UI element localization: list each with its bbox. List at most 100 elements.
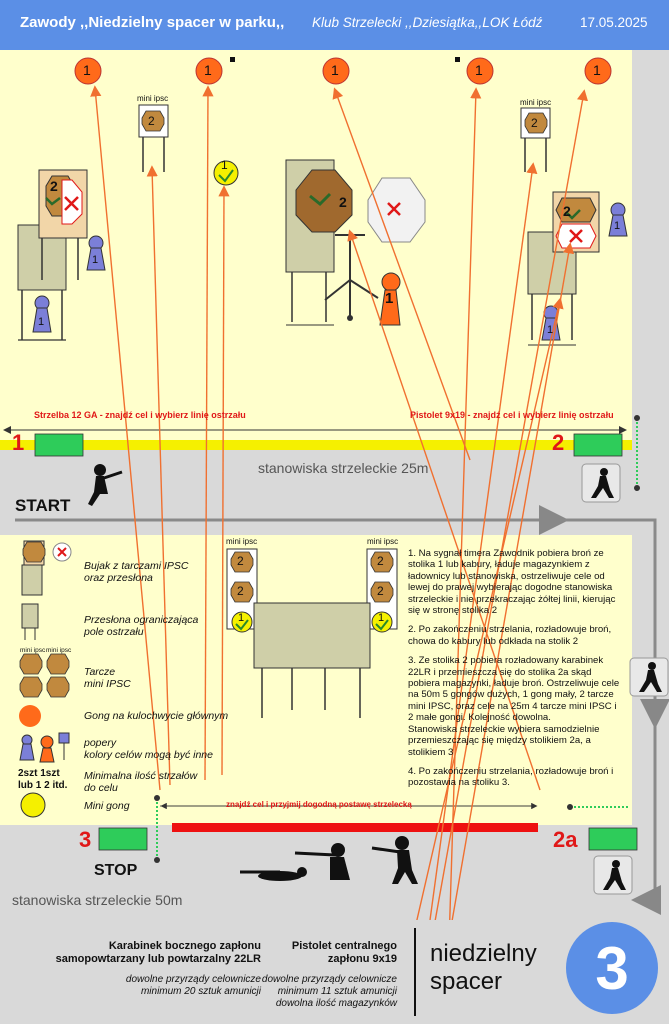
mini-gong-number: 1 bbox=[378, 612, 385, 624]
mini-ipsc-right bbox=[520, 107, 551, 172]
ipsc-number: 2 bbox=[339, 194, 347, 210]
legend-poppers: popery kolory celów mogą być inne bbox=[84, 737, 213, 761]
shooter-icon-kneel bbox=[294, 843, 350, 880]
gong-icon bbox=[466, 57, 494, 85]
stage-name: niedzielny spacer bbox=[430, 940, 537, 995]
mini-gong-number: 1 bbox=[221, 158, 228, 172]
station-2a-label: 2a bbox=[553, 827, 578, 852]
station-1-label: 1 bbox=[12, 430, 25, 455]
legend-mini-ipsc-a: mini ipsc bbox=[20, 647, 46, 654]
pistol-title: Pistolet centralnego zapłonu 9x19 bbox=[291, 940, 397, 965]
ipsc-number: 2 bbox=[237, 584, 244, 598]
instruction-3: 3. Ze stolika 2 pobiera rozładowany kara… bbox=[408, 655, 620, 758]
range-50m-field bbox=[0, 535, 632, 825]
ipsc-number: 2 bbox=[377, 554, 384, 568]
legend-screen: Przesłona ograniczająca pole ostrzału bbox=[84, 614, 199, 638]
ipsc-number: 2 bbox=[237, 554, 244, 568]
ipsc-number: 2 bbox=[377, 584, 384, 598]
legend-mini-gong: Mini gong bbox=[84, 800, 130, 812]
instruction-4: 4. Po zakończeniu strzelania, rozładowuj… bbox=[408, 765, 614, 789]
gong-number: 1 bbox=[83, 62, 91, 78]
runner-icon-2 bbox=[581, 463, 621, 503]
gong-number: 1 bbox=[331, 62, 339, 78]
station-2-label: 2 bbox=[552, 430, 565, 455]
instruction-1: 1. Na sygnał timera Zawodnik pobiera bro… bbox=[408, 548, 616, 617]
legend-min-shots: Minimalna ilość strzałów do celu bbox=[84, 770, 198, 794]
popper-number: 1 bbox=[385, 290, 394, 307]
table-2a bbox=[588, 827, 638, 851]
gong-icon bbox=[74, 57, 102, 85]
instruction-2: 2. Po zakończeniu strzelania, rozładowuj… bbox=[408, 624, 612, 647]
shooter-icon-start bbox=[88, 464, 123, 506]
gong-number: 1 bbox=[593, 62, 601, 78]
popper-right-2 bbox=[541, 305, 561, 341]
footer-divider bbox=[414, 928, 416, 1016]
find-target-label: znajdź cel i przyjmij dogodną postawę st… bbox=[226, 800, 412, 809]
bujak-right bbox=[527, 191, 600, 346]
mini-ipsc-left bbox=[138, 104, 169, 172]
mini-gong-25m bbox=[213, 160, 239, 186]
zone-25m-label: stanowiska strzeleckie 25m bbox=[258, 460, 429, 476]
shotgun-line-label: Strzelba 12 GA - znajdź cel i wybierz li… bbox=[34, 410, 246, 420]
ipsc-number: 2 bbox=[563, 203, 571, 219]
mini-ipsc-label: mini ipsc bbox=[137, 94, 169, 103]
gong-icon bbox=[322, 57, 350, 85]
rifle-title: Karabinek bocznego zapłonu samopowtarzan… bbox=[55, 940, 261, 965]
bujak-left bbox=[17, 169, 88, 341]
popper-number: 1 bbox=[614, 220, 621, 232]
zone-50m-label: stanowiska strzeleckie 50m bbox=[12, 892, 183, 908]
gong-number: 1 bbox=[204, 62, 212, 78]
pistol-line-label: Pistolet 9x19 - znajdź cel i wybierz lin… bbox=[410, 410, 614, 420]
walking-route bbox=[15, 505, 669, 915]
popper-orange bbox=[379, 272, 401, 326]
footer: Karabinek bocznego zapłonu samopowtarzan… bbox=[0, 920, 669, 1024]
start-label: START bbox=[15, 496, 71, 515]
stop-label: STOP bbox=[94, 862, 138, 879]
stage-number: 3 bbox=[595, 935, 629, 1002]
legend-icons bbox=[19, 540, 72, 818]
popper-left-2 bbox=[32, 295, 52, 333]
popper-number: 1 bbox=[92, 254, 99, 266]
legend-mini-ipsc-b: mini ipsc bbox=[46, 647, 72, 654]
mini-ipsc-50m-right bbox=[366, 548, 398, 633]
popper-number: 1 bbox=[38, 316, 45, 328]
bujak-center bbox=[285, 159, 426, 326]
runner-icon-route bbox=[629, 657, 669, 697]
gong-targets bbox=[74, 57, 612, 85]
popper-right-1 bbox=[608, 202, 628, 237]
popper-number: 1 bbox=[547, 324, 554, 336]
shooter-icon-stand bbox=[371, 836, 418, 884]
legend-gong: Gong na kulochwycie głównym bbox=[84, 710, 229, 722]
mini-ipsc-label: mini ipsc bbox=[226, 537, 258, 546]
shooter-icon-prone bbox=[240, 867, 307, 881]
mini-ipsc-50m-left bbox=[226, 548, 258, 633]
popper-left-1 bbox=[86, 235, 106, 271]
legend-mini-ipsc: Tarcze mini IPSC bbox=[84, 666, 131, 690]
runner-icon-2a bbox=[593, 855, 633, 895]
gong-number: 1 bbox=[475, 62, 483, 78]
trajectory-lines bbox=[90, 85, 589, 1006]
gong-icon bbox=[584, 57, 612, 85]
ipsc-number: 2 bbox=[531, 116, 538, 130]
screen-50m bbox=[253, 602, 371, 718]
club-name: Klub Strzelecki ,,Dziesiątka,,LOK Łódź bbox=[312, 15, 543, 30]
mini-ipsc-label: mini ipsc bbox=[520, 98, 552, 107]
table-2 bbox=[573, 433, 623, 457]
event-date: 17.05.2025 bbox=[580, 15, 648, 30]
instructions: 1. Na sygnał timera Zawodnik pobiera bro… bbox=[408, 548, 624, 797]
ipsc-number: 2 bbox=[148, 114, 155, 128]
rifle-description: dowolne przyrządy celownicze minimum 20 … bbox=[125, 974, 261, 997]
mini-gong-number: 1 bbox=[238, 612, 245, 624]
header-bar: Zawody ,,Niedzielny spacer w parku,, Klu… bbox=[0, 0, 669, 50]
safety-yellow-line bbox=[0, 440, 632, 450]
station-3-label: 3 bbox=[79, 827, 92, 852]
table-3 bbox=[98, 827, 148, 851]
stage-number-badge: 3 bbox=[566, 922, 658, 1014]
ipsc-number: 2 bbox=[50, 178, 58, 194]
pistol-description: dowolne przyrządy celownicze minimum 11 … bbox=[261, 974, 397, 1009]
legend-bujak: Bujak z tarczami IPSC oraz przesłona bbox=[84, 560, 189, 584]
event-title: Zawody ,,Niedzielny spacer w parku,, bbox=[20, 14, 285, 31]
red-shooting-line bbox=[172, 823, 538, 832]
gong-icon bbox=[195, 57, 223, 85]
